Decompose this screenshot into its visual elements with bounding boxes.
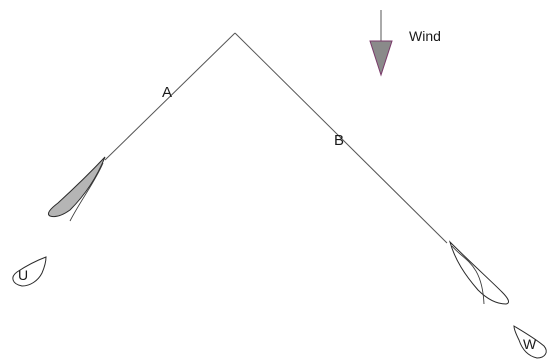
boat-grey-sail bbox=[69, 162, 104, 222]
course-line-b bbox=[234, 32, 448, 244]
boat-u-hull bbox=[12, 256, 47, 287]
course-label-a: A bbox=[162, 84, 172, 101]
boat-white-sail bbox=[451, 245, 485, 305]
boat-grey bbox=[47, 156, 106, 222]
boat-w: W bbox=[513, 325, 547, 359]
course-line-a bbox=[104, 32, 236, 161]
course-label-b: B bbox=[334, 132, 344, 149]
wind-indicator: Wind bbox=[369, 10, 441, 77]
wind-arrow-icon bbox=[369, 40, 393, 77]
boat-w-hull bbox=[513, 325, 547, 359]
boat-white bbox=[449, 240, 510, 305]
boat-grey-hull bbox=[47, 156, 106, 218]
wind-label: Wind bbox=[409, 28, 441, 44]
boat-white-hull bbox=[449, 240, 510, 305]
boat-u: U bbox=[12, 256, 47, 287]
boat-w-label: W bbox=[523, 336, 537, 352]
boat-u-label: U bbox=[18, 267, 28, 283]
